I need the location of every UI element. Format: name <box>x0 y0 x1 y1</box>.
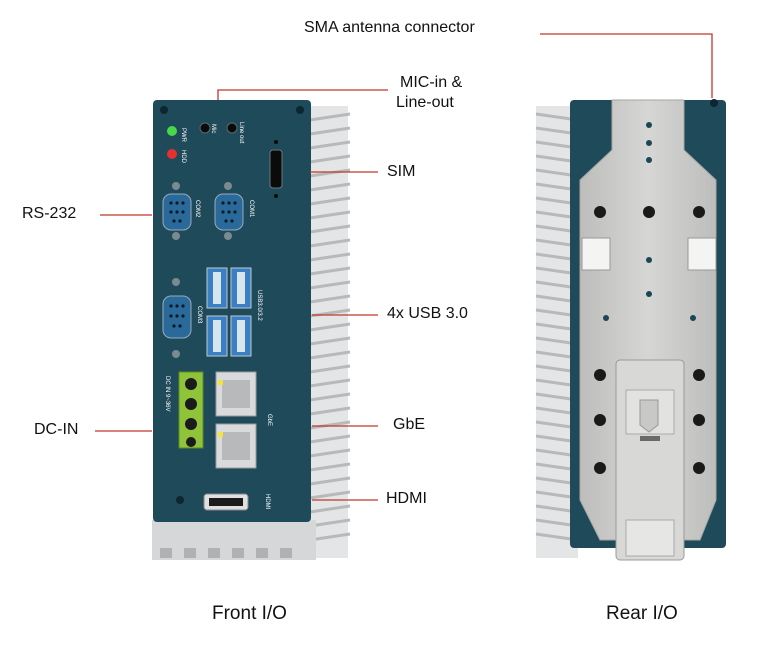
label-usb: 4x USB 3.0 <box>387 305 468 322</box>
dc-in-terminal: DC IN 9~36V <box>164 371 204 449</box>
usb-ports: USB3.0/3.2 <box>206 267 262 357</box>
com3-port: COM3 <box>162 278 202 358</box>
screw <box>176 496 184 504</box>
clip-cutout <box>581 237 611 271</box>
plate-screws <box>594 206 705 474</box>
label-rs232: RS-232 <box>22 205 77 222</box>
caption-front-io: Front I/O <box>212 603 287 624</box>
pwr-mark: PWR <box>180 128 186 143</box>
plate-holes <box>603 122 696 321</box>
front-device: PWR HDD Mic Line out COM2 COM <box>152 100 351 560</box>
front-heatsink-fins <box>308 106 351 558</box>
mic-jack <box>199 122 211 134</box>
label-sma-antenna-connector: SMA antenna connector <box>304 19 475 36</box>
hdd-mark: HDD <box>180 150 186 164</box>
dc-in-mark: DC IN 9~36V <box>164 376 170 412</box>
label-mic-in: MIC-in & <box>400 74 463 91</box>
hdd-led <box>167 149 177 159</box>
com1-mark: COM1 <box>248 200 254 218</box>
com2-mark: COM2 <box>194 200 200 218</box>
usb-mark: USB3.0/3.2 <box>256 290 262 321</box>
label-hdmi: HDMI <box>386 490 427 507</box>
gbe-ports: GbE <box>215 371 272 469</box>
rear-device <box>535 99 726 561</box>
leader-mic-line <box>217 89 388 100</box>
line-out-mark: Line out <box>238 122 244 144</box>
gbe-mark: GbE <box>266 414 272 426</box>
clip-cutout <box>687 237 717 271</box>
mic-mark: Mic <box>210 124 216 133</box>
label-dc-in: DC-IN <box>34 421 79 438</box>
sim-slot <box>269 149 283 189</box>
label-line-out: Line-out <box>396 94 454 111</box>
screw <box>296 106 304 114</box>
screw <box>160 106 168 114</box>
leader-sma <box>540 33 713 98</box>
pwr-led <box>167 126 177 136</box>
line-out-jack <box>226 122 238 134</box>
hdmi-mark: HDMI <box>264 494 270 510</box>
sma-connector <box>710 99 718 107</box>
label-gbe: GbE <box>393 416 426 433</box>
com3-mark: COM3 <box>196 306 202 324</box>
leader-lines <box>95 33 713 501</box>
hdmi-port: HDMI <box>203 493 270 511</box>
din-rail-clip <box>615 359 685 561</box>
caption-rear-io: Rear I/O <box>606 603 678 624</box>
label-sim: SIM <box>387 163 416 180</box>
com2-port: COM2 <box>162 182 200 240</box>
com1-port: COM1 <box>214 182 254 240</box>
